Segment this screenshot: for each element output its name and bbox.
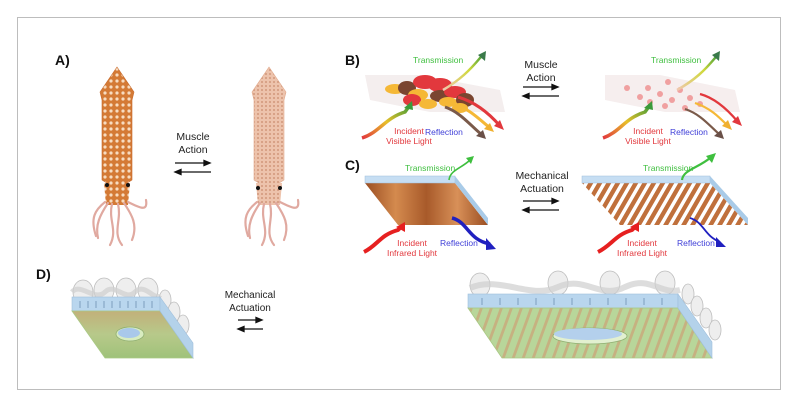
panel-b-equilibrium-arrows xyxy=(521,83,560,100)
panel-c-equilibrium-arrows xyxy=(521,197,560,214)
transmission-arrow-b-right xyxy=(676,53,719,92)
b-left-incident-line2: Visible Light xyxy=(386,136,432,146)
incident-arrow-c-left xyxy=(363,224,404,254)
c-right-reflection-label: Reflection xyxy=(677,238,715,248)
c-right-transmission-label: Transmission xyxy=(643,163,694,173)
panel-c-caption-line2: Actuation xyxy=(520,183,564,195)
device-stretched xyxy=(467,270,722,359)
panel-b-caption-line1: Muscle xyxy=(524,59,558,71)
c-right-incident-line1: Incident xyxy=(627,238,657,248)
panel-a-caption-line2: Action xyxy=(178,144,208,156)
reflection-arrows-b-left xyxy=(444,95,502,137)
panel-b-caption: Muscle Action xyxy=(518,59,564,85)
panel-a-label: A) xyxy=(55,52,70,68)
b-right-incident-line1: Incident xyxy=(633,126,663,136)
panel-a-caption-line1: Muscle xyxy=(176,131,210,143)
c-left-transmission-label: Transmission xyxy=(405,163,456,173)
b-right-transmission-label: Transmission xyxy=(651,55,702,65)
transmission-arrow-c-left xyxy=(448,159,471,181)
panel-b-caption-line2: Action xyxy=(526,72,556,84)
panel-d-equilibrium-arrows xyxy=(236,316,264,333)
panel-d-label: D) xyxy=(36,266,51,282)
panel-d-caption-line1: Mechanical xyxy=(224,290,276,301)
c-left-incident-line2: Infrared Light xyxy=(386,248,438,258)
b-right-reflection-label: Reflection xyxy=(670,127,708,137)
b-left-incident-line1: Incident xyxy=(394,126,424,136)
incident-arrow-b-left xyxy=(361,103,412,140)
b-right-incident-label: Incident Visible Light xyxy=(618,126,678,146)
panel-c-label: C) xyxy=(345,157,360,173)
c-right-incident-line2: Infrared Light xyxy=(616,248,668,258)
squid-pale xyxy=(244,66,300,247)
squid-dark xyxy=(92,66,148,247)
b-right-incident-line2: Visible Light xyxy=(625,136,671,146)
transmission-arrow-c-right xyxy=(680,157,711,181)
panel-d-caption: Mechanical Actuation xyxy=(222,289,278,315)
b-left-incident-label: Incident Visible Light xyxy=(379,126,439,146)
c-left-incident-label: Incident Infrared Light xyxy=(382,238,442,258)
transmission-arrow-b-left xyxy=(442,53,485,92)
panel-a-caption: Muscle Action xyxy=(170,131,216,157)
panel-d-caption-line2: Actuation xyxy=(229,303,271,314)
chromatophores-contracted xyxy=(624,79,703,111)
b-left-reflection-label: Reflection xyxy=(425,127,463,137)
panel-b-label: B) xyxy=(345,52,360,68)
incident-arrow-b-right xyxy=(602,103,652,140)
c-left-reflection-label: Reflection xyxy=(440,238,478,248)
panel-a-equilibrium-arrows xyxy=(173,159,212,176)
device-relaxed xyxy=(70,277,194,359)
b-left-transmission-label: Transmission xyxy=(413,55,464,65)
panel-c-caption: Mechanical Actuation xyxy=(512,170,572,196)
c-right-incident-label: Incident Infrared Light xyxy=(612,238,672,258)
panel-c-caption-line1: Mechanical xyxy=(515,170,569,182)
incident-arrow-c-right xyxy=(597,224,638,254)
c-left-incident-line1: Incident xyxy=(397,238,427,248)
reflection-arrow-c-left xyxy=(451,216,491,246)
